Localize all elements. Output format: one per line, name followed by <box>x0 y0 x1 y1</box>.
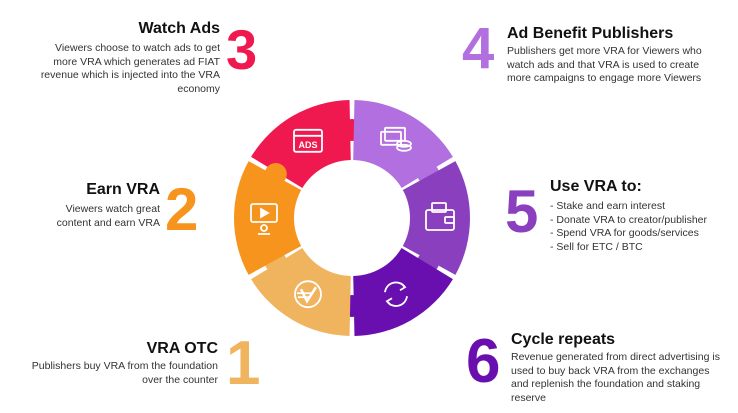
step-5: Use VRA to: - Stake and earn interest - … <box>550 178 735 254</box>
svg-text:ADS: ADS <box>298 140 317 150</box>
step-5-number: 5 <box>505 178 539 245</box>
money-coins-icon <box>380 126 412 152</box>
step-4-title: Ad Benefit Publishers <box>507 25 674 42</box>
step-6-title: Cycle repeats <box>511 331 616 348</box>
verasity-logo-icon <box>294 280 322 309</box>
step-1: VRA OTC Publishers buy VRA from the foun… <box>28 340 218 387</box>
step-5-list: - Stake and earn interest - Donate VRA t… <box>550 200 735 254</box>
step-2-number: 2 <box>165 176 199 243</box>
step-4-number: 4 <box>462 16 495 81</box>
step-3-description: Viewers choose to watch ads to get more … <box>40 42 220 95</box>
video-player-icon <box>250 203 278 235</box>
list-item: - Donate VRA to creator/publisher <box>550 213 707 226</box>
cycle-segment-step-2 <box>234 161 302 275</box>
step-3-number: 3 <box>226 18 258 81</box>
list-item: - Stake and earn interest <box>550 200 665 212</box>
step-1-description: Publishers buy VRA from the foundation o… <box>31 360 218 386</box>
step-2: Earn VRA Viewers watch great content and… <box>30 181 160 230</box>
list-item: - Spend VRA for goods/services <box>550 227 699 239</box>
step-6-description: Revenue generated from direct advertisin… <box>511 351 720 404</box>
cycle-segment-step-5 <box>402 161 470 275</box>
step-4: Ad Benefit Publishers Publishers get mor… <box>507 25 707 86</box>
step-1-title: VRA OTC <box>146 340 218 357</box>
cycle-segment-step-6 <box>353 248 453 336</box>
step-4-description: Publishers get more VRA for Viewers who … <box>507 45 702 84</box>
step-2-description: Viewers watch great content and earn VRA <box>56 203 160 229</box>
step-3-title: Watch Ads <box>138 20 220 37</box>
step-3: Watch Ads Viewers choose to watch ads to… <box>30 20 220 96</box>
puzzle-knob <box>264 163 287 185</box>
step-2-title: Earn VRA <box>86 181 160 198</box>
wallet-icon <box>425 202 455 231</box>
step-5-title: Use VRA to: <box>550 178 642 195</box>
step-1-number: 1 <box>226 329 261 398</box>
list-item: - Sell for ETC / BTC <box>550 240 643 253</box>
step-6-number: 6 <box>466 327 501 396</box>
cycle-arrows-icon <box>384 281 408 307</box>
ads-screen-icon: ADS <box>293 128 323 153</box>
step-6: Cycle repeats Revenue generated from dir… <box>511 331 726 405</box>
